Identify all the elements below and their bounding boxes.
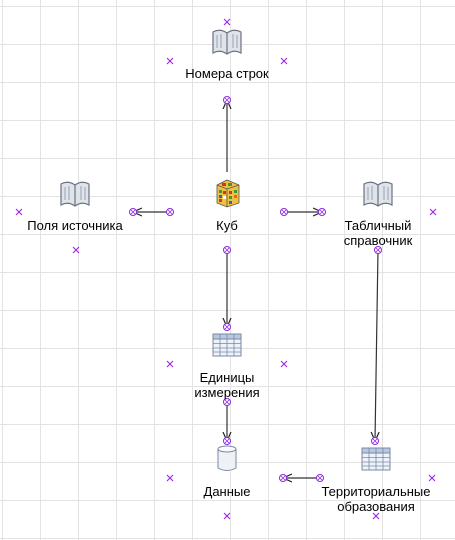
node-polya-istochnika[interactable]: Поля источника — [15, 178, 135, 233]
node-label: Территориальные образования — [321, 484, 431, 514]
connection-port-mark — [224, 399, 230, 405]
connection-port-mark — [130, 209, 136, 215]
selection-handle[interactable] — [166, 360, 174, 368]
connection-port-mark — [281, 209, 287, 215]
node-label: Данные — [203, 484, 251, 499]
selection-handle[interactable] — [72, 246, 80, 254]
connection-port-mark — [372, 438, 378, 444]
node-label: Куб — [216, 218, 238, 233]
connection-port-mark — [167, 209, 173, 215]
selection-handle[interactable] — [280, 360, 288, 368]
connection-port-mark — [317, 475, 323, 481]
node-tablichnyi-spravochnik[interactable]: Табличный справочник — [318, 178, 438, 248]
node-nomera-strok[interactable]: Номера строк — [167, 26, 287, 81]
selection-handle[interactable] — [223, 18, 231, 26]
cube-icon — [216, 179, 240, 208]
selection-handle[interactable] — [429, 208, 437, 216]
selection-handle[interactable] — [223, 512, 231, 520]
selection-handle[interactable] — [166, 474, 174, 482]
node-kub[interactable]: Куб — [187, 178, 267, 233]
node-label: Табличный справочник — [343, 218, 413, 248]
connection-port-mark — [224, 97, 230, 103]
connection-port-mark — [224, 247, 230, 253]
selection-handle[interactable] — [428, 474, 436, 482]
table-icon — [212, 333, 242, 357]
book-icon — [60, 181, 90, 207]
table-icon — [361, 447, 391, 471]
connection-port-mark — [224, 438, 230, 444]
connection-port-mark — [280, 475, 286, 481]
node-label: Номера строк — [185, 66, 269, 81]
node-label: Поля источника — [27, 218, 123, 233]
node-dannye[interactable]: Данные — [187, 444, 267, 499]
selection-handle[interactable] — [280, 57, 288, 65]
node-edinicy-izmereniya[interactable]: Единицы измерения — [167, 330, 287, 400]
book-icon — [363, 181, 393, 207]
book-icon — [212, 29, 242, 55]
node-territorialnye-obrazovaniya[interactable]: Территориальные образования — [311, 444, 441, 514]
selection-handle[interactable] — [166, 57, 174, 65]
edge-tabl-terr[interactable] — [375, 249, 378, 441]
database-icon — [217, 445, 237, 471]
connection-port-mark — [375, 247, 381, 253]
connection-port-mark — [319, 209, 325, 215]
node-label: Единицы измерения — [194, 370, 260, 400]
connection-port-mark — [224, 324, 230, 330]
selection-handle[interactable] — [15, 208, 23, 216]
selection-handle[interactable] — [372, 512, 380, 520]
